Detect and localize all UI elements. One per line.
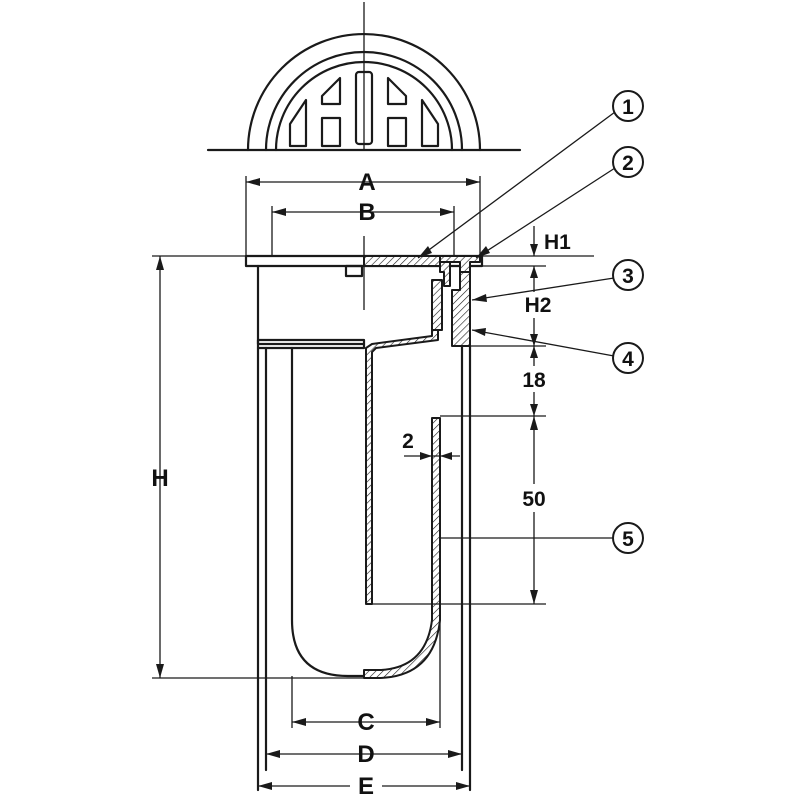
callout-3-number: 3 [622, 265, 634, 288]
dim-h2-label: H2 [525, 294, 552, 317]
dim-50-arrow-bottom [530, 590, 538, 604]
cup-left-wall [290, 346, 382, 678]
dim-e-arrow-right [456, 782, 470, 790]
dim-h2-label-bg [520, 292, 556, 318]
callout-4-leader [471, 329, 615, 357]
grating-outer-rim [246, 32, 482, 152]
callouts: 1 2 3 4 5 [417, 90, 644, 554]
grating-top-view [206, 2, 522, 152]
dim-c-label: C [357, 709, 374, 736]
dim-e-label: E [358, 773, 374, 800]
callout-5-circle [612, 522, 644, 554]
callout-2-number: 2 [622, 152, 634, 175]
dim-b-arrow-left [272, 208, 286, 216]
dim-50-arrow-top [530, 416, 538, 430]
dim-a-arrow-left [246, 178, 260, 186]
callout-5-number: 5 [622, 528, 634, 551]
dim-wall-label: 2 [402, 430, 414, 453]
dim-50-label-bg [514, 484, 554, 512]
dim-a-arrow-right [466, 178, 480, 186]
sleeve-part [451, 271, 471, 347]
callout-2-leader [475, 167, 616, 259]
dim-e-arrow-left [258, 782, 272, 790]
dim-a-label: A [358, 169, 375, 196]
dim-h-label: H [151, 465, 168, 492]
cup-right-wall [363, 417, 441, 679]
trap-inner-pipe [365, 329, 439, 605]
callout-1-number: 1 [622, 96, 634, 119]
callout-1-circle [612, 90, 644, 122]
body-left-wall [256, 264, 366, 346]
dim-h1-label: H1 [544, 231, 571, 254]
center-tab [344, 264, 364, 278]
dim-h2-arrow-bottom [530, 334, 538, 346]
upper-seal [439, 261, 451, 287]
dim-18-arrow-bottom [530, 404, 538, 416]
grating-rim-inner-edge [264, 50, 464, 152]
dim-h-arrow-top [156, 256, 164, 270]
grating-seat [363, 255, 441, 267]
grating-slots [288, 70, 440, 148]
dim-h-arrow-bottom [156, 664, 164, 678]
dim-18-label: 18 [522, 369, 546, 392]
grating-bars-ring [274, 60, 454, 152]
callout-3-arrow [472, 294, 487, 302]
dimension-lines: A B H H1 H2 18 [151, 169, 594, 800]
callout-1-arrow [418, 246, 432, 258]
dim-h1-arrow-top [530, 244, 538, 256]
callout-3-leader [471, 277, 615, 301]
callout-2-arrow [476, 246, 490, 258]
callout-1-leader [417, 111, 616, 259]
callout-4-circle [612, 342, 644, 374]
dim-wall-arrow-right [440, 452, 452, 460]
dim-e-label-bg [350, 774, 382, 800]
callout-4-number: 4 [622, 348, 634, 371]
callout-2-circle [612, 146, 644, 178]
inner-collar [431, 279, 443, 331]
dim-c-arrow-left [292, 718, 306, 726]
callout-3-circle [612, 259, 644, 291]
dim-18-arrow-top [530, 346, 538, 358]
dim-c-arrow-right [426, 718, 440, 726]
callout-4-arrow [472, 328, 486, 336]
dim-d-label: D [357, 741, 374, 768]
dim-b-label: B [358, 199, 375, 226]
dim-wall-arrow-left [420, 452, 432, 460]
dim-d-arrow-right [448, 750, 462, 758]
dim-50-label: 50 [522, 488, 545, 511]
dim-b-arrow-right [440, 208, 454, 216]
trap-section-view [244, 236, 484, 792]
dim-d-arrow-left [266, 750, 280, 758]
body-bottom-band [256, 338, 366, 350]
dim-18-label-bg [516, 366, 552, 392]
